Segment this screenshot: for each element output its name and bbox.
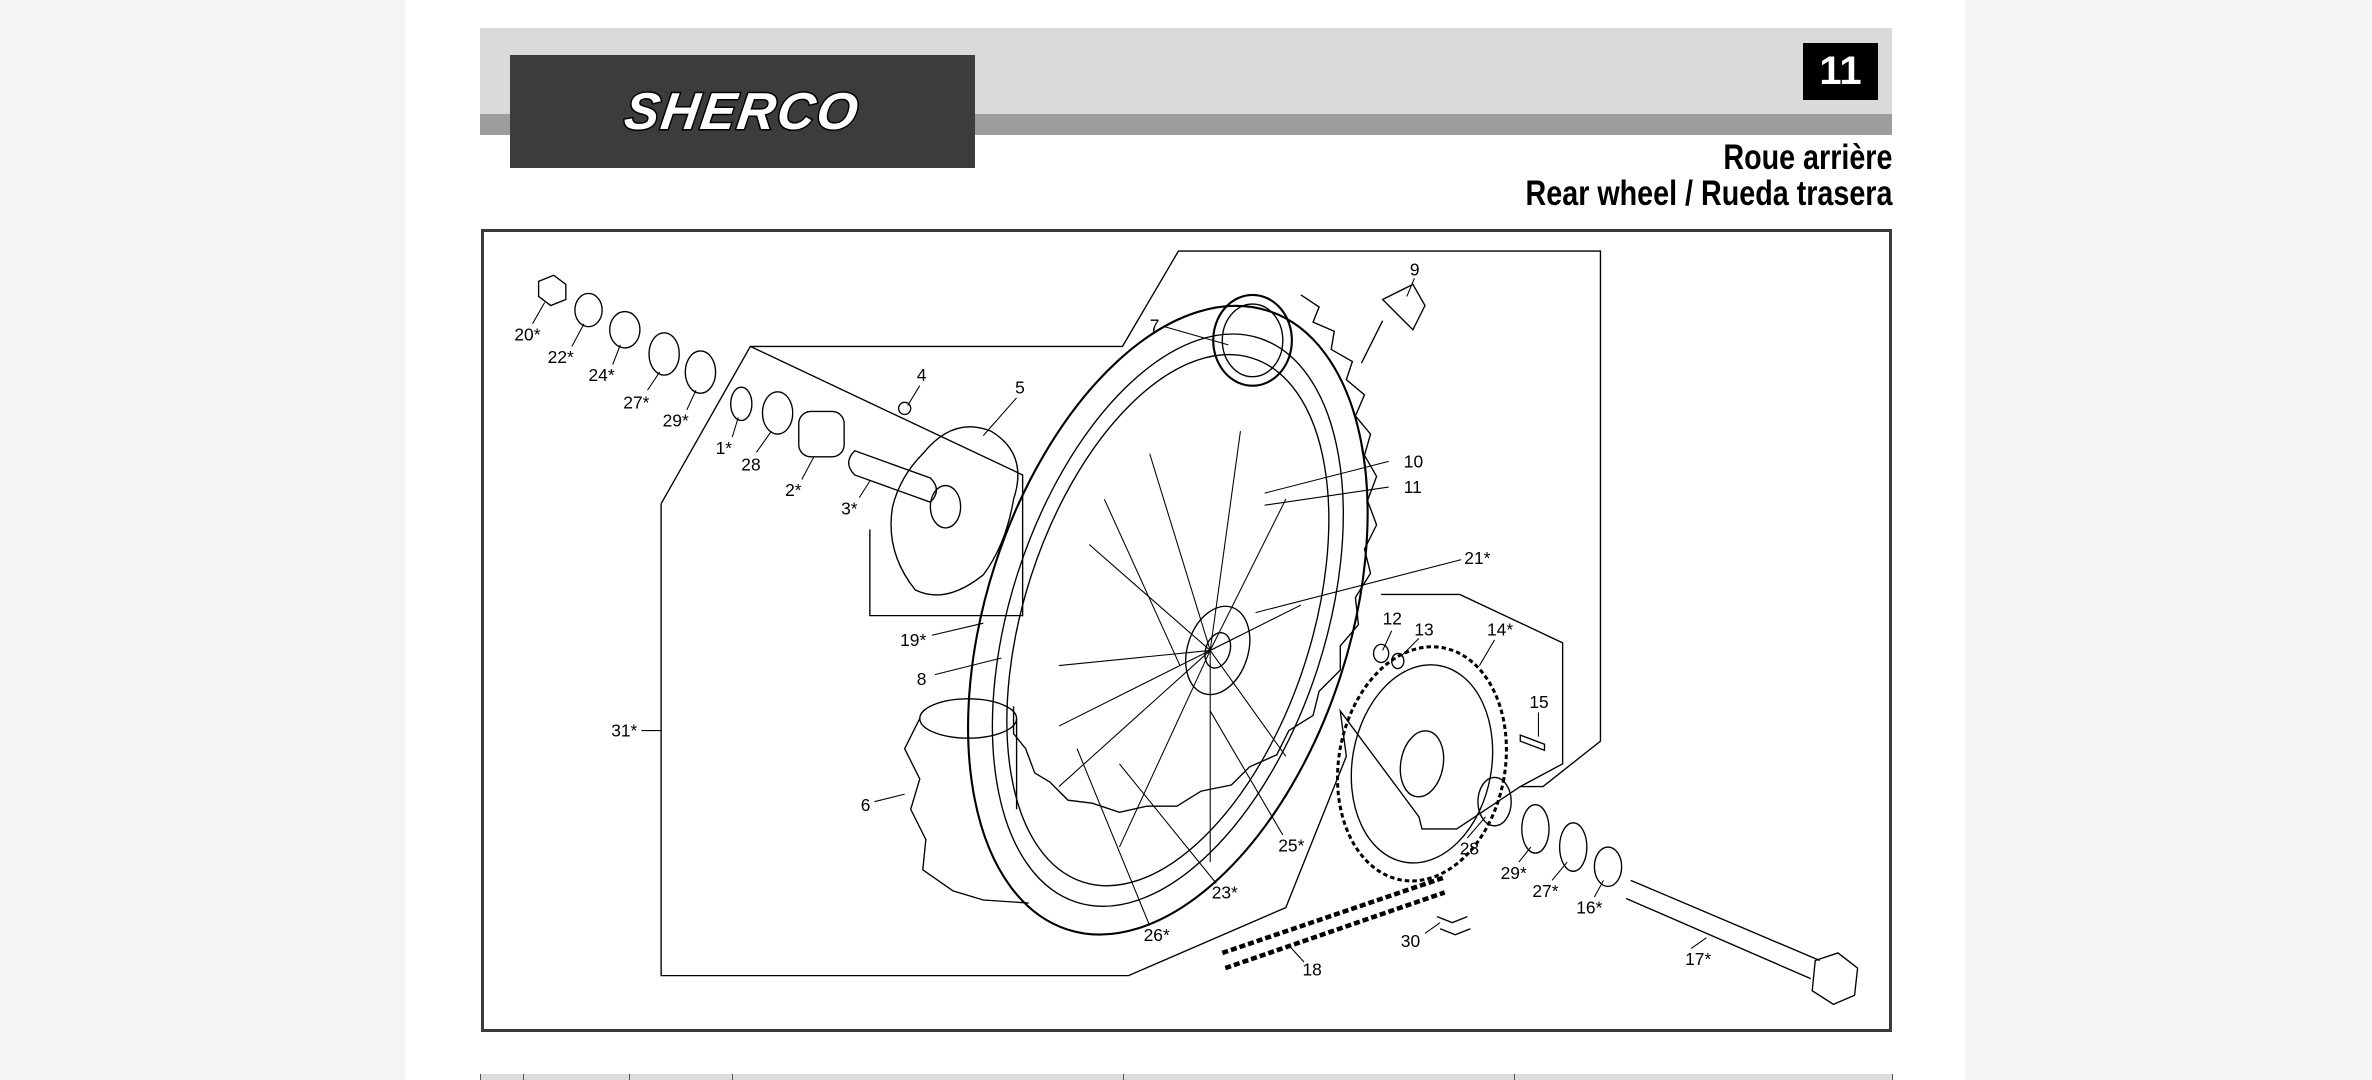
callout-labels: 20* 22* 24* 27* 29* 1* 28 2* 3* 4 5 7 9 … [514, 259, 1711, 979]
callout-label: 28 [1460, 839, 1479, 859]
manual-page [405, 0, 1965, 1080]
exploded-diagram-frame [481, 229, 1892, 1032]
title-english-spanish: Rear wheel / Rueda trasera [1525, 174, 1892, 213]
group-outline-hub [750, 345, 1024, 617]
callout-label: 30 [1401, 931, 1420, 951]
callout-label: 31* [611, 721, 637, 741]
callout-label: 10 [1404, 451, 1423, 471]
callout-label: 21* [1464, 548, 1490, 568]
sherco-logo: SHERCO [510, 55, 975, 168]
drive-chain [1221, 875, 1471, 971]
callout-label: 25* [1278, 836, 1304, 856]
callout-label: 16* [1576, 898, 1602, 918]
title-french: Roue arrière [1722, 138, 1892, 177]
callout-label: 28 [741, 454, 760, 474]
callout-label: 12 [1383, 609, 1402, 629]
callout-label: 8 [917, 669, 927, 689]
parts-table-header [480, 1074, 1893, 1080]
brake-disc [890, 426, 1019, 596]
callout-label: 4 [917, 365, 927, 385]
callout-label: 24* [589, 365, 615, 385]
callout-label: 23* [1212, 882, 1238, 902]
rear-tire [967, 294, 1378, 936]
callout-label: 19* [900, 630, 926, 650]
callout-label: 2* [785, 480, 802, 500]
callout-label: 11 [1404, 477, 1422, 497]
callout-label: 9 [1410, 259, 1420, 279]
chapter-number: 11 [1803, 43, 1878, 100]
callout-label: 15 [1529, 692, 1548, 712]
loose-tire-section [919, 698, 1018, 739]
callout-label: 3* [841, 498, 858, 518]
callout-label: 6 [861, 795, 871, 815]
wheel-hub [1185, 605, 1251, 696]
axle-parts [1477, 776, 1859, 1006]
page-title: Roue arrière Rear wheel / Rueda trasera [1525, 140, 1892, 212]
callout-label: 29* [663, 411, 689, 431]
group-outline-sprocket [1381, 593, 1564, 788]
callout-label: 18 [1302, 960, 1321, 980]
callout-label: 27* [623, 392, 649, 412]
callout-label: 27* [1532, 881, 1558, 901]
leader-lines [532, 278, 1707, 963]
callout-label: 1* [716, 438, 733, 458]
callout-label: 22* [548, 347, 574, 367]
callout-label: 14* [1487, 619, 1513, 639]
spokes [1058, 431, 1302, 863]
callout-label: 20* [514, 324, 540, 344]
callout-label: 13 [1414, 619, 1433, 639]
callout-label: 29* [1501, 863, 1527, 883]
inner-tube [1212, 293, 1293, 387]
hub-parts [537, 274, 1426, 503]
callout-label: 17* [1685, 949, 1711, 969]
callout-label: 5 [1015, 377, 1025, 397]
callout-label: 26* [1144, 925, 1170, 945]
callout-label: 7 [1150, 315, 1160, 335]
rear-sprocket [1336, 643, 1546, 883]
group-outline-wheel [660, 250, 1602, 977]
